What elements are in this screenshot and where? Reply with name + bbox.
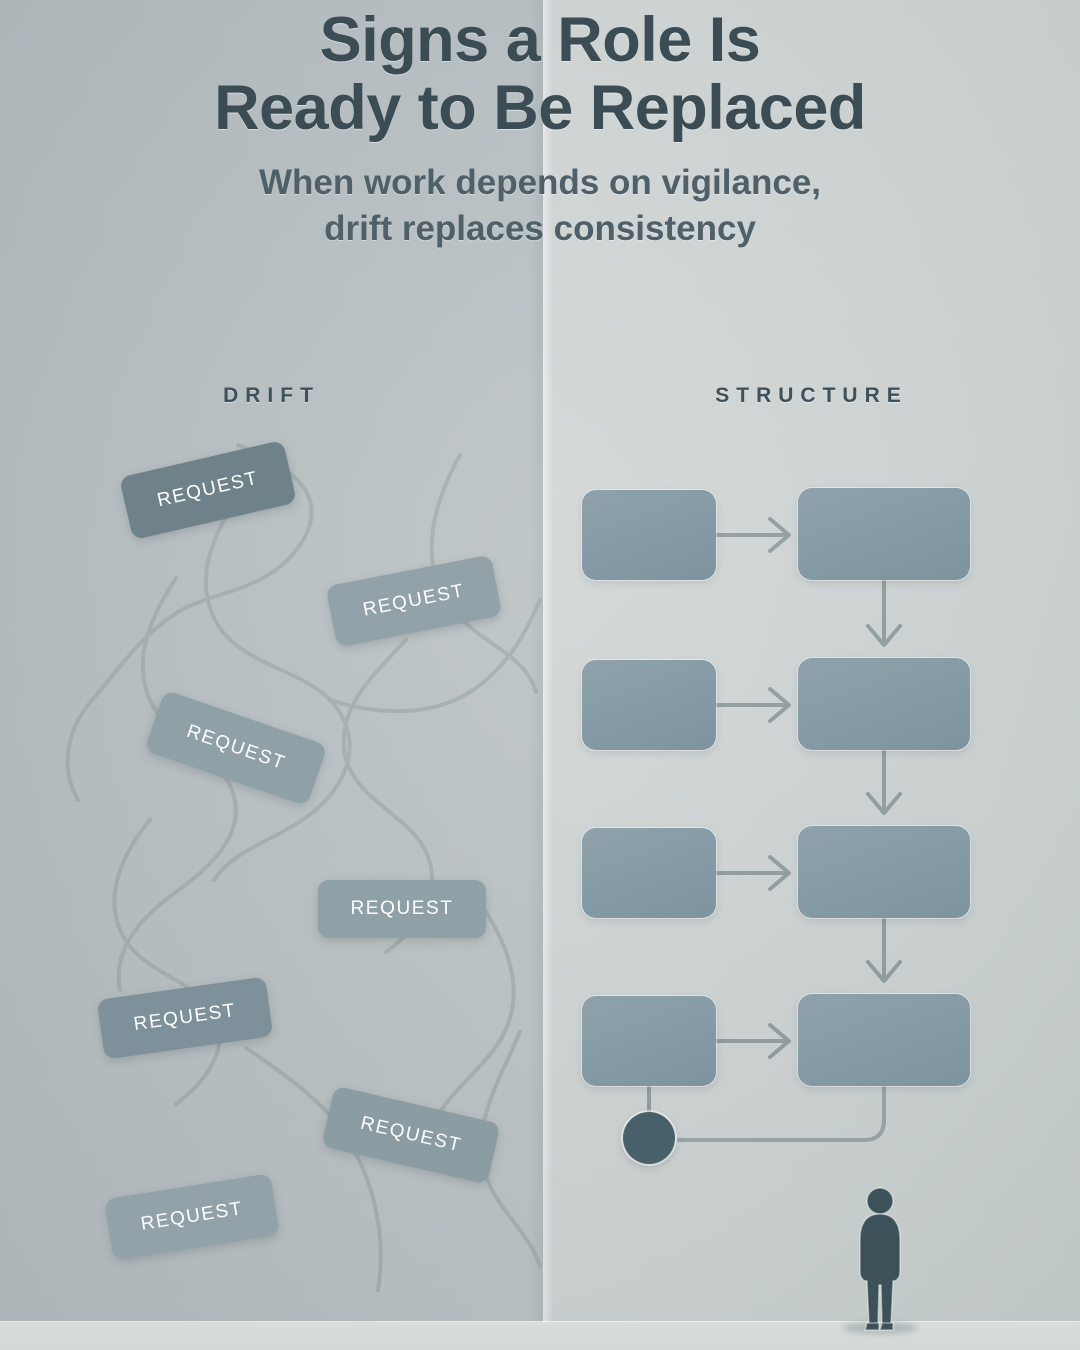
flow-node-process	[798, 658, 970, 750]
flow-node-input	[582, 660, 716, 750]
flow-node-input	[582, 996, 716, 1086]
floor-horizon-line	[0, 1321, 1080, 1322]
request-tag: REQUEST	[318, 880, 486, 938]
column-heading-structure: STRUCTURE	[715, 384, 908, 407]
title-line-1: Signs a Role Is	[319, 5, 761, 75]
flow-node-process	[798, 488, 970, 580]
header: Signs a Role Is Ready to Be Replaced Whe…	[0, 0, 1080, 252]
column-heading-drift: DRIFT	[223, 384, 320, 407]
request-tag-label: REQUEST	[358, 1112, 464, 1157]
request-tag-label: REQUEST	[184, 720, 289, 775]
request-tag-label: REQUEST	[132, 999, 238, 1036]
flow-connectors	[647, 517, 902, 1142]
page-title: Signs a Role Is Ready to Be Replaced	[0, 0, 1080, 142]
page-subtitle: When work depends on vigilance, drift re…	[0, 142, 1080, 252]
subtitle-line-1: When work depends on vigilance,	[258, 163, 822, 203]
request-tag-label: REQUEST	[155, 467, 261, 512]
drift-panel-background	[0, 0, 543, 1350]
flow-node-input	[582, 828, 716, 918]
flow-node-process	[798, 826, 970, 918]
request-tag-label: REQUEST	[139, 1198, 245, 1235]
flow-node-process	[798, 994, 970, 1086]
request-tag-label: REQUEST	[350, 898, 454, 919]
person-silhouette-icon	[859, 1187, 901, 1331]
flow-node-endpoint	[623, 1112, 675, 1164]
flow-node-input	[582, 490, 716, 580]
floor-strip	[0, 1322, 1080, 1350]
title-line-2: Ready to Be Replaced	[214, 73, 866, 144]
subtitle-line-2: drift replaces consistency	[324, 209, 756, 249]
person-shadow	[842, 1322, 918, 1334]
request-tag-label: REQUEST	[361, 580, 467, 621]
